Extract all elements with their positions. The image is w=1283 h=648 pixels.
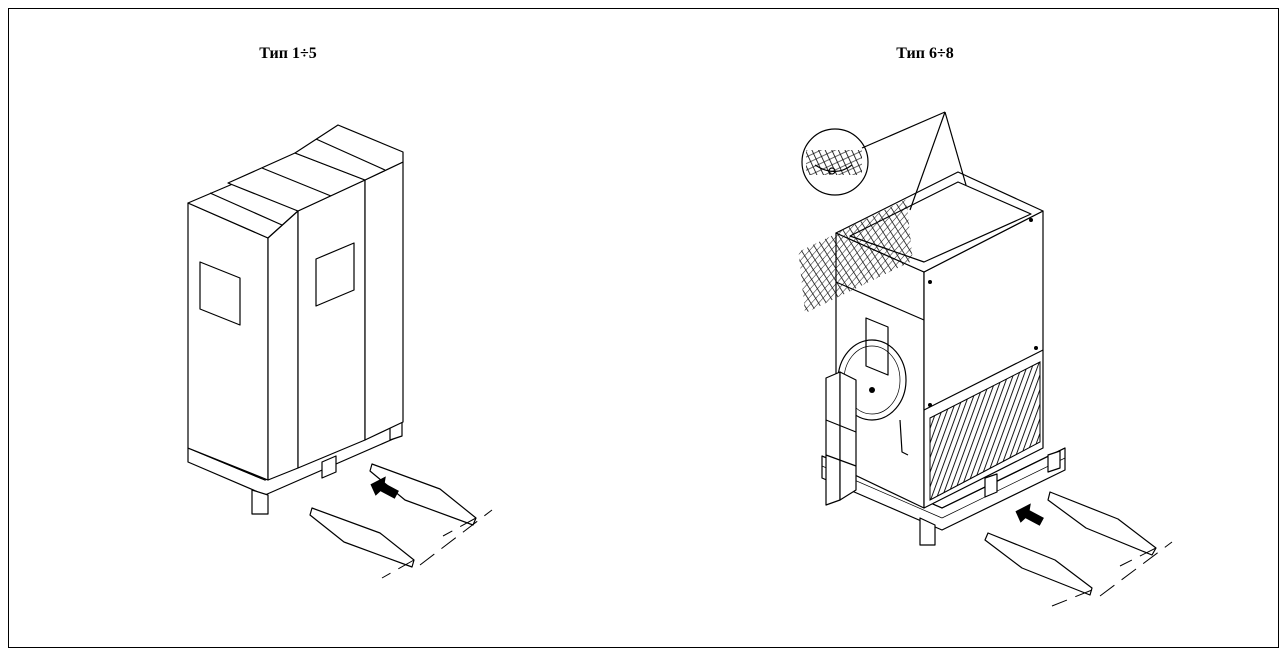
caption-type-6-8: Тип 6÷8 bbox=[896, 45, 954, 62]
illustration-canvas bbox=[187, 111, 1173, 607]
cabinet-type-1-5-drawing bbox=[187, 124, 493, 579]
unit-type-6-8-drawing bbox=[798, 111, 1173, 607]
caption-type-1-5: Тип 1÷5 bbox=[259, 45, 317, 62]
